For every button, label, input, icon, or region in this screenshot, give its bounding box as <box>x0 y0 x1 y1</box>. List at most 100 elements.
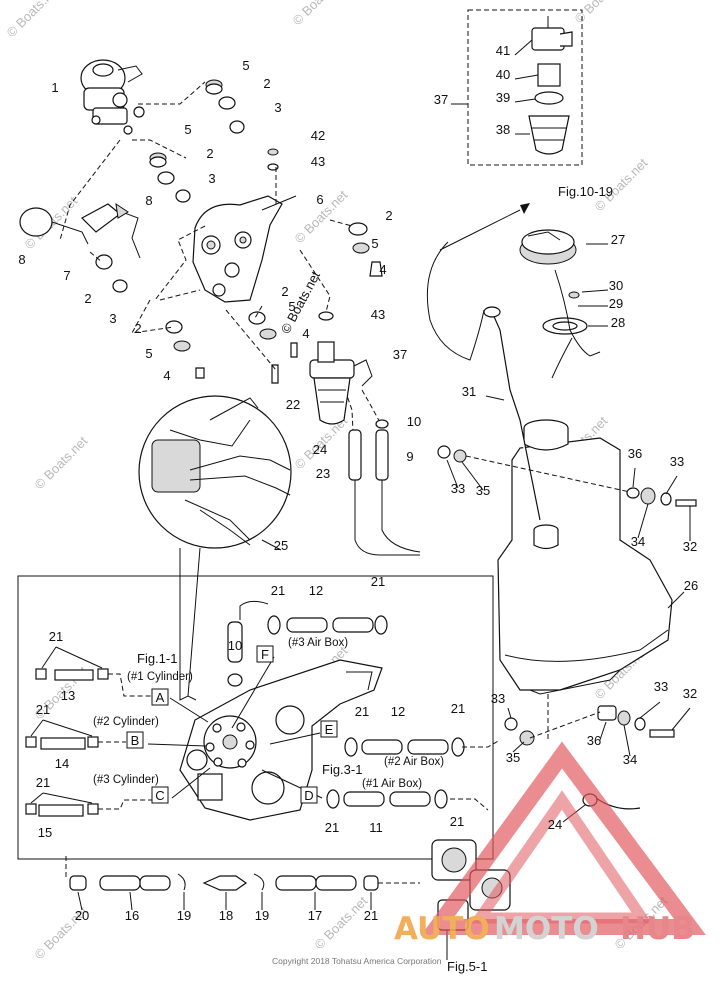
pump-bracket <box>192 195 297 303</box>
part-number-label: 4 <box>163 368 170 383</box>
part-number-label: 8 <box>18 252 25 267</box>
part-number-label: 37 <box>393 347 407 362</box>
part-number-label: 1 <box>51 80 58 95</box>
cylinder-hoses <box>25 646 323 817</box>
part-number-label: 12 <box>391 704 405 719</box>
part-number-label: 3 <box>208 171 215 186</box>
part-number-label: 32 <box>683 539 697 554</box>
hose-caption: (#3 Cylinder) <box>93 774 159 786</box>
part-number-label: 40 <box>496 67 510 82</box>
connector-box: E <box>320 720 338 738</box>
connector-box: F <box>256 645 274 663</box>
automotohub-logo: AUTO MOTO HUB <box>394 741 706 947</box>
part-number-label: 6 <box>316 192 323 207</box>
part-number-label: 33 <box>654 679 668 694</box>
connector-box: B <box>126 731 144 749</box>
hose-caption: (#2 Cylinder) <box>93 716 159 728</box>
part-number-label: 14 <box>55 756 69 771</box>
part-number-label: 43 <box>311 154 325 169</box>
part-number-label: 7 <box>63 268 70 283</box>
part-number-label: 2 <box>84 291 91 306</box>
part-number-label: 19 <box>177 908 191 923</box>
part-number-label: 21 <box>271 583 285 598</box>
part-number-label: 10 <box>407 414 421 429</box>
brand-moto-text: MOTO <box>494 911 599 947</box>
part-number-label: 18 <box>219 908 233 923</box>
part-number-label: 35 <box>476 483 490 498</box>
caption-labels: (#3 Air Box) (#1 Cylinder) (#2 Cylinder) (#… <box>93 637 444 790</box>
part-number-label: 33 <box>451 481 465 496</box>
part-number-label: 35 <box>506 750 520 765</box>
part-number-label: 17 <box>308 908 322 923</box>
part-number-label: 13 <box>61 688 75 703</box>
fuel-tank <box>497 419 673 695</box>
figure-reference: Fig.10-19 <box>558 184 613 199</box>
part-number-label: 15 <box>38 825 52 840</box>
hose-caption: (#3 Air Box) <box>288 637 348 649</box>
vapor-hose-group-box <box>17 575 494 860</box>
connector-box: A <box>151 688 169 706</box>
part-number-label: 22 <box>286 397 300 412</box>
part-number-label: 29 <box>609 296 623 311</box>
connector-letter: B <box>131 733 140 748</box>
hoses-9-23 <box>348 419 421 556</box>
fuel-pickup <box>426 241 541 521</box>
part-number-label: 21 <box>451 701 465 716</box>
grommets <box>95 79 370 352</box>
part-number-label: 24 <box>548 817 562 832</box>
detail-callout <box>138 395 292 701</box>
part-number-label: 43 <box>371 307 385 322</box>
boats-net-watermark: © Boats.net <box>290 0 349 28</box>
part-number-label: 3 <box>109 311 116 326</box>
part-number-label: 32 <box>683 686 697 701</box>
part-number-label: 2 <box>385 208 392 223</box>
part-number-label: 5 <box>242 58 249 73</box>
fuel-filter-assembly <box>514 16 573 155</box>
boats-net-watermark: © Boats.net <box>32 433 91 492</box>
part-number-label: 3 <box>274 100 281 115</box>
part-number-label: 4 <box>379 262 386 277</box>
fuel-cap-parts <box>519 229 609 379</box>
boats-net-watermark: © Boats.net <box>4 0 63 40</box>
vapor-separator-plate <box>179 659 383 821</box>
fuel-pump <box>80 59 145 135</box>
part-number-label: 24 <box>313 442 327 457</box>
part-number-label: 16 <box>125 908 139 923</box>
part-number-label: 27 <box>611 232 625 247</box>
part-number-label: 9 <box>406 449 413 464</box>
copyright-text: Copyright 2018 Tohatsu America Corporati… <box>272 956 442 966</box>
screws <box>195 261 383 384</box>
part-number-label: 41 <box>496 43 510 58</box>
hose-caption: (#2 Air Box) <box>384 756 444 768</box>
boats-net-watermark: © Boats.net <box>572 0 631 26</box>
part-number-label: 20 <box>75 908 89 923</box>
part-number-label: 26 <box>684 578 698 593</box>
hose-caption: (#1 Cylinder) <box>127 671 193 683</box>
bottom-hose-row <box>65 856 420 911</box>
part-number-label: 2 <box>281 284 288 299</box>
arrow-fig10-19 <box>439 209 521 251</box>
part-number-label: 2 <box>263 76 270 91</box>
connector-box: C <box>151 786 169 804</box>
brand-hub-text: HUB <box>620 911 695 947</box>
part-number-label: 5 <box>371 236 378 251</box>
part-number-label: 30 <box>609 278 623 293</box>
boats-net-watermark-diagonal: © Boats.net <box>278 268 323 336</box>
part-number-label: 21 <box>364 908 378 923</box>
figure-reference: Fig.5-1 <box>447 959 487 974</box>
part-number-label: 38 <box>496 122 510 137</box>
part-number-label: 21 <box>325 820 339 835</box>
connector-box: D <box>300 786 318 804</box>
air-box-hoses <box>227 600 501 811</box>
figure-reference: Fig.3-1 <box>322 762 362 777</box>
part-number-label: 4 <box>302 326 309 341</box>
figure-reference: Fig.1-1 <box>137 651 177 666</box>
part-number-label: 34 <box>623 752 637 767</box>
part-number-label: 10 <box>228 638 242 653</box>
part-number-label: 36 <box>587 733 601 748</box>
connector-letter: E <box>325 722 334 737</box>
part-number-label: 8 <box>145 193 152 208</box>
part-number-label: 33 <box>670 454 684 469</box>
